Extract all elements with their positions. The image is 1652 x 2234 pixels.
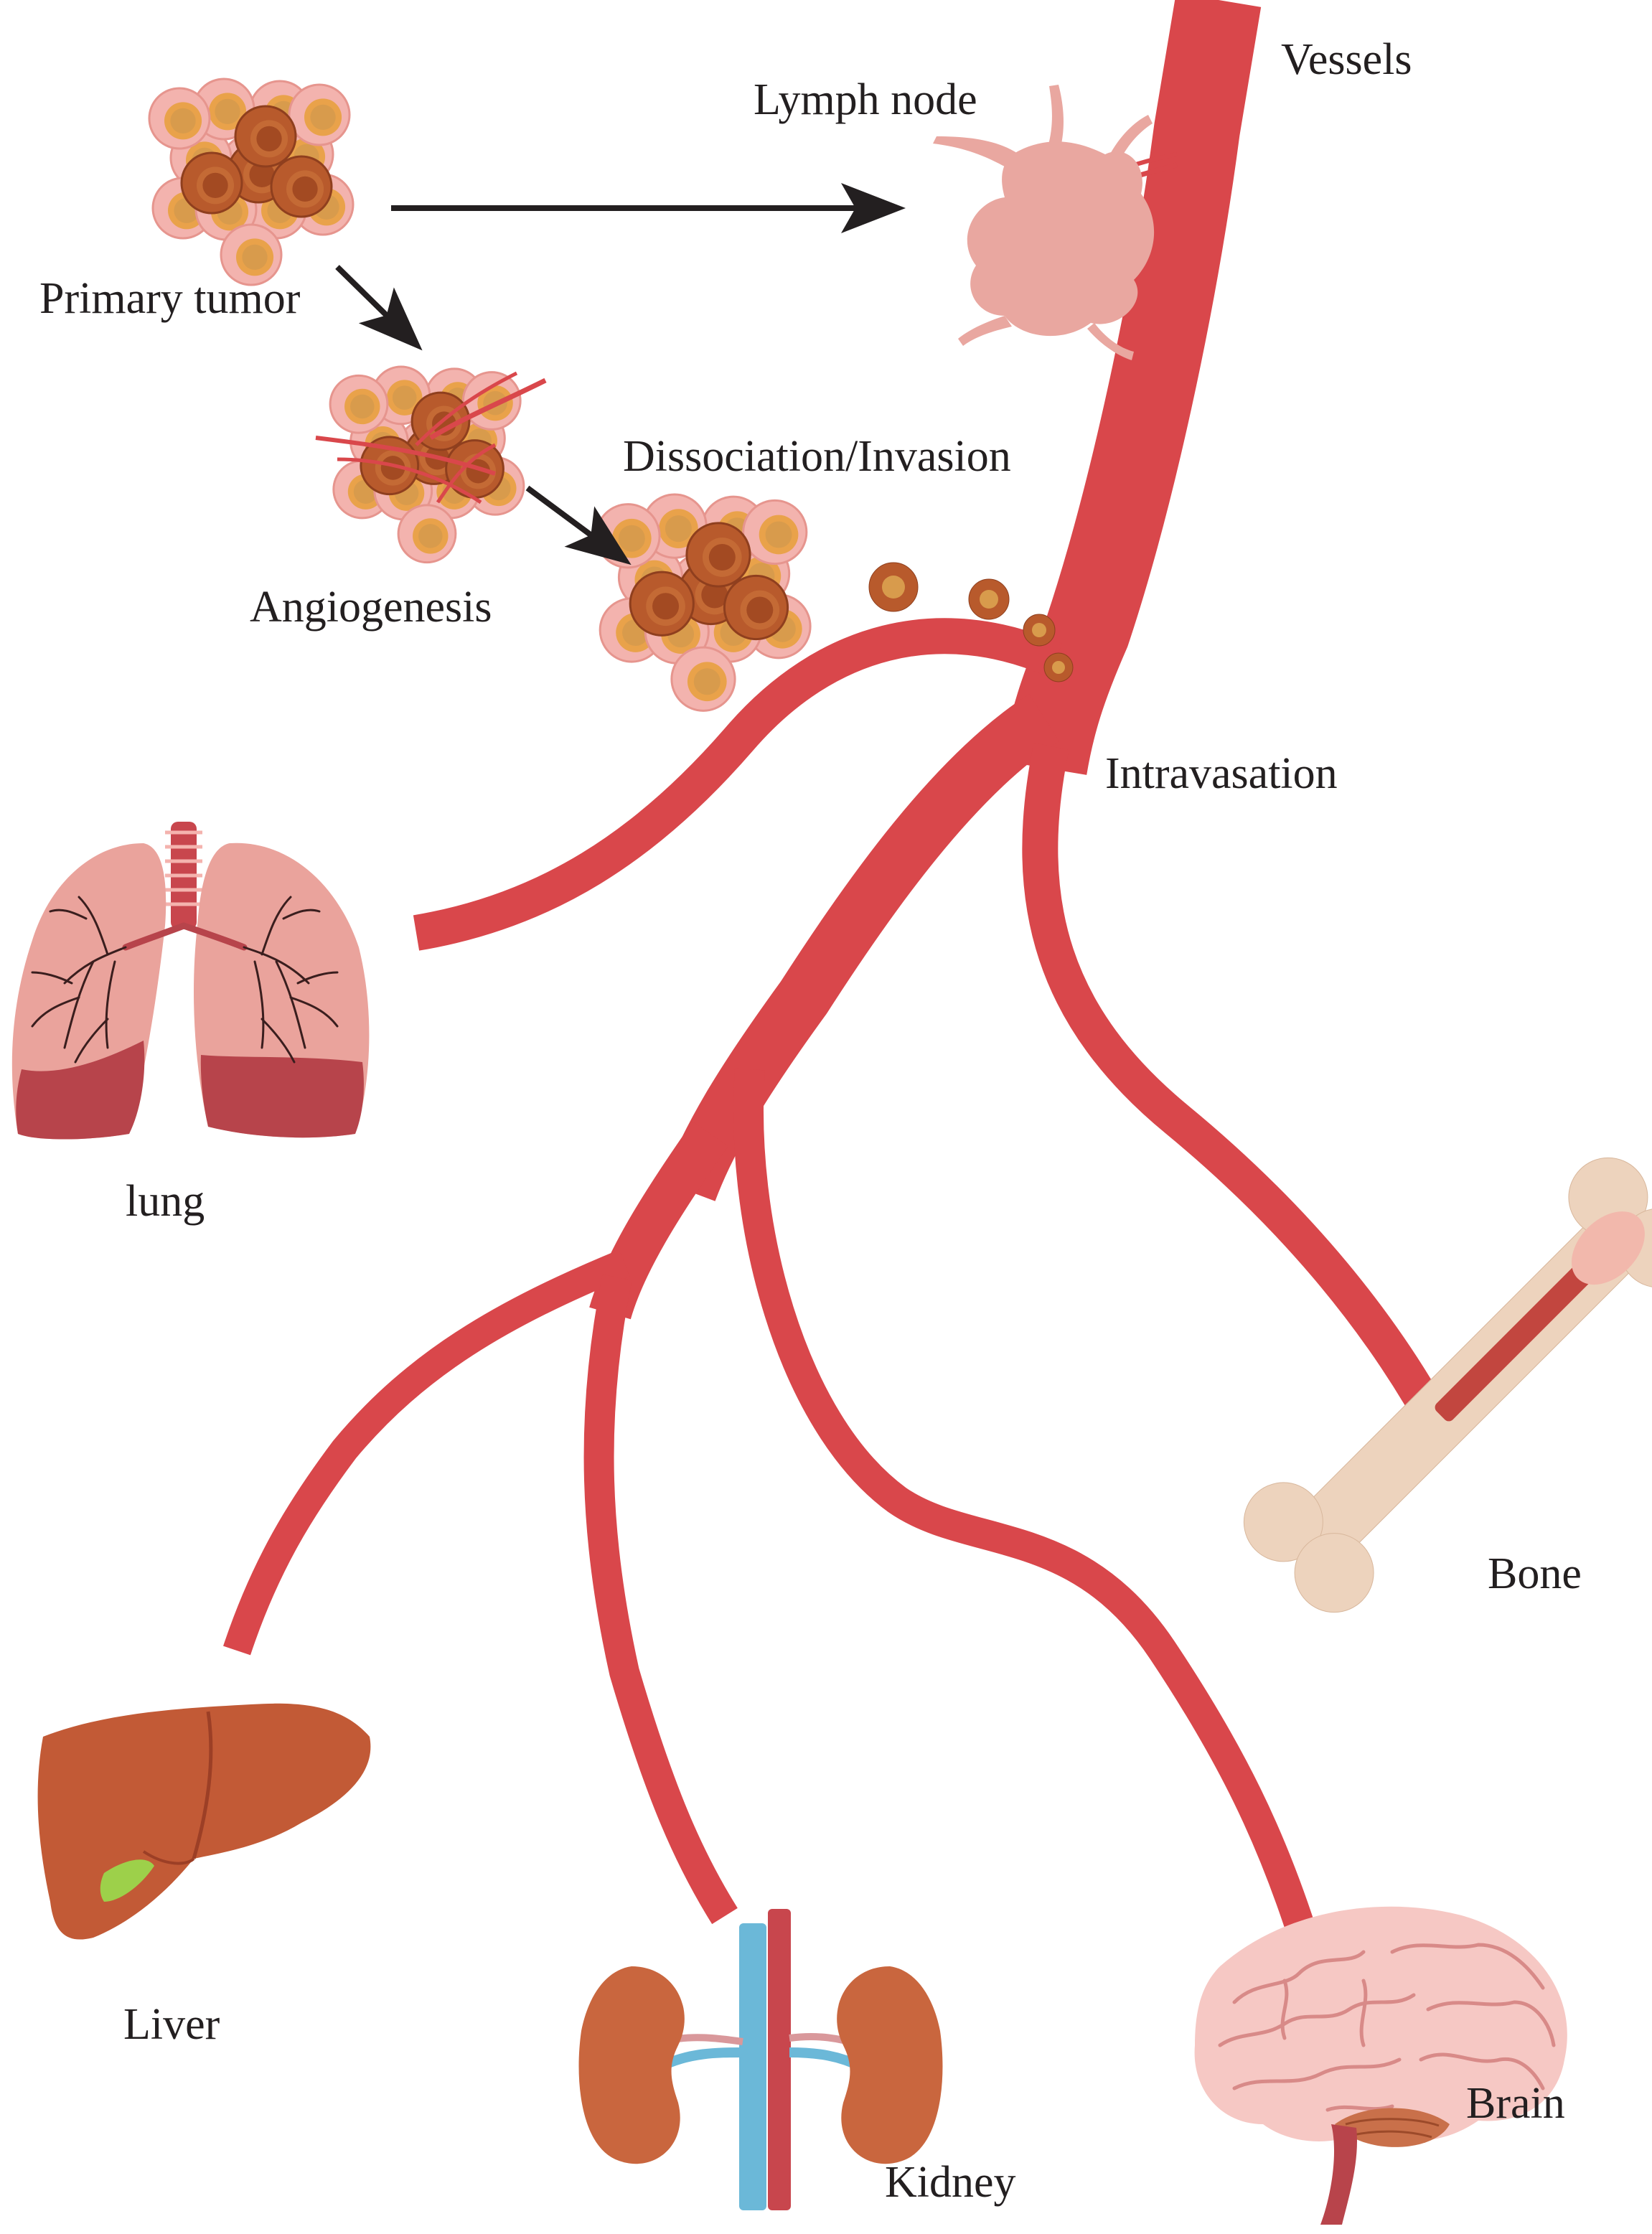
lymph-node-illustration — [933, 85, 1155, 360]
cell-nucleus — [249, 161, 275, 187]
cell-nucleus — [701, 581, 728, 609]
label-angiogenesis: Angiogenesis — [250, 583, 492, 632]
cell-nucleus — [310, 104, 336, 130]
vessel-main-trunk — [1001, 0, 1262, 776]
vessel-branch-bone — [1022, 742, 1459, 1444]
cell-nucleus — [202, 172, 228, 198]
label-vessels: Vessels — [1281, 35, 1412, 84]
primary-tumor-cluster — [148, 78, 355, 286]
vessel-branch-kidney — [583, 1274, 738, 1925]
cell-nucleus — [242, 244, 268, 270]
process-arrows — [335, 183, 906, 565]
label-intravasation: Intravasation — [1105, 749, 1338, 798]
liver-illustration — [37, 1703, 371, 1940]
cell-nucleus — [380, 456, 405, 480]
cell-nucleus — [392, 385, 417, 410]
bone-illustration — [1243, 1157, 1652, 1613]
cell-nucleus — [746, 596, 774, 624]
arrow-to-angiogenesis — [335, 265, 423, 351]
lung-illustration — [11, 822, 370, 1140]
angiogenesis-vessels — [315, 371, 547, 504]
cell-nucleus — [350, 394, 375, 419]
dissociation-cluster — [595, 493, 812, 712]
label-lung: lung — [126, 1177, 205, 1226]
cell-nucleus — [418, 524, 443, 548]
cell-nucleus — [292, 176, 318, 202]
cell-nucleus — [765, 521, 792, 548]
cell-nucleus — [215, 98, 240, 124]
cell-nucleus — [708, 544, 736, 571]
vessel-tree — [223, 0, 1459, 1928]
cell-nucleus — [170, 108, 196, 133]
cell-nucleus — [256, 126, 282, 151]
cell-nucleus — [665, 515, 692, 543]
label-liver: Liver — [123, 2000, 220, 2049]
vessel-branch-brain — [733, 1068, 1313, 1928]
brain-illustration — [1194, 1906, 1567, 2225]
escaping-tumor-cells — [868, 562, 1074, 682]
label-dissociation-invasion: Dissociation/Invasion — [623, 432, 1011, 481]
label-bone: Bone — [1488, 1549, 1582, 1598]
cell-nucleus — [652, 593, 680, 620]
arrow-to-dissociation — [525, 485, 632, 565]
vessel-branch-middle — [662, 694, 1060, 1201]
vessel-branch-liver — [223, 1249, 630, 1656]
label-kidney: Kidney — [885, 2158, 1016, 2207]
label-primary-tumor: Primary tumor — [39, 274, 301, 323]
cell-nucleus — [693, 668, 721, 695]
kidney-illustration — [578, 1909, 943, 2210]
cell-nucleus — [618, 525, 645, 552]
label-brain: Brain — [1466, 2079, 1565, 2128]
vessel-branch-lung — [413, 618, 1063, 951]
label-lymph-node: Lymph node — [754, 75, 977, 124]
angiogenesis-cluster — [329, 365, 525, 564]
